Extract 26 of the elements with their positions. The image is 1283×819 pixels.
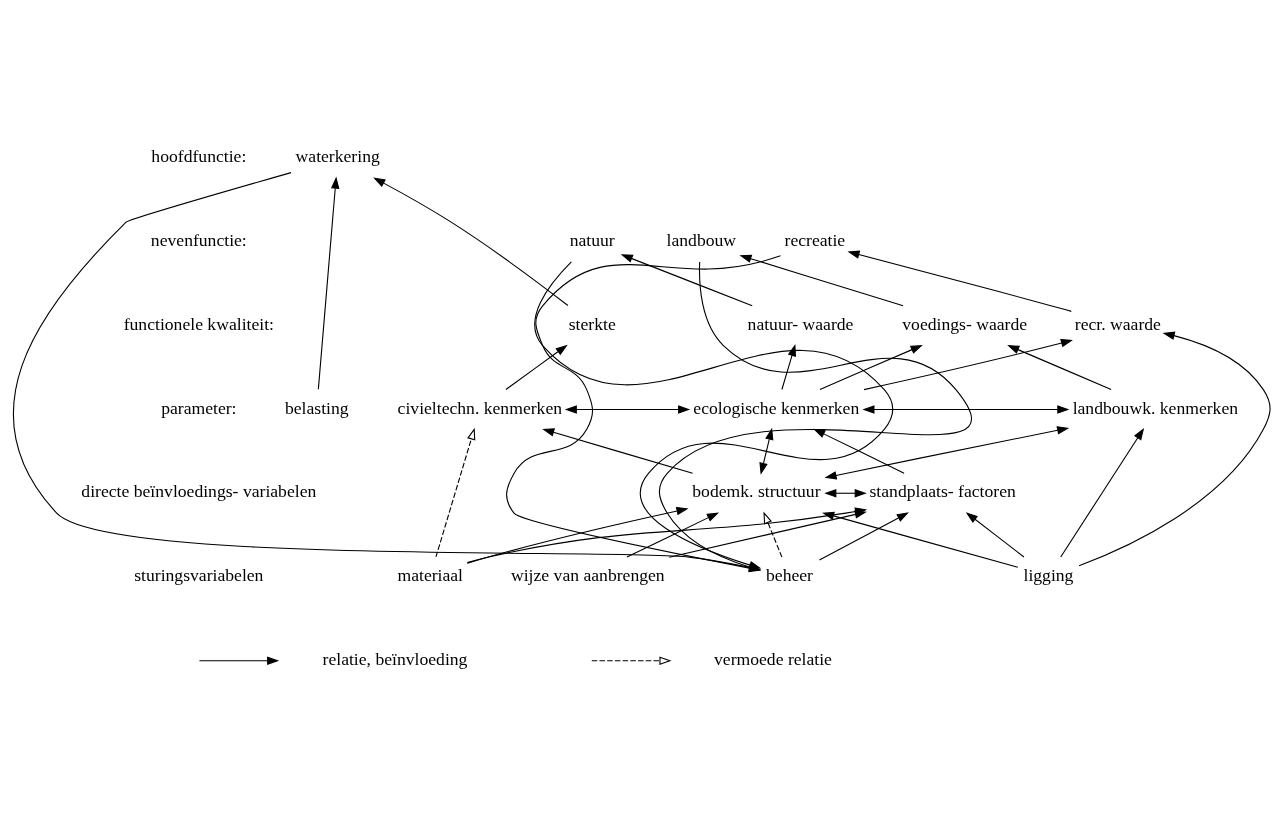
legend-label: vermoede relatie xyxy=(714,648,832,669)
legend-label: relatie, beïnvloeding xyxy=(322,648,468,669)
label: parameter: xyxy=(161,397,237,418)
node-text: natuur xyxy=(569,230,615,251)
node-text: recreatie xyxy=(784,230,846,251)
label: nevenfunctie: xyxy=(150,230,247,251)
node-text: beheer xyxy=(766,565,813,586)
node-text: landbouw xyxy=(666,230,737,251)
label: directe beïnvloedings- variabelen xyxy=(81,481,317,502)
node-text: civieltechn. kenmerken xyxy=(397,397,563,418)
node-text: belasting xyxy=(284,397,349,418)
node-text: natuur- waarde xyxy=(747,313,854,334)
node-text: bodemk. structuur xyxy=(692,481,821,502)
node-text: voedings- waarde xyxy=(902,313,1028,334)
node-text: waterkering xyxy=(295,146,380,167)
node-text: materiaal xyxy=(397,565,464,586)
node-text: sterkte xyxy=(568,313,616,334)
node-text: wijze van aanbrengen xyxy=(511,565,665,586)
node-text: recr. waarde xyxy=(1074,313,1161,334)
node-text: standplaats- factoren xyxy=(869,481,1016,502)
label: hoofdfunctie: xyxy=(151,146,247,167)
node-text: ligging xyxy=(1023,565,1074,586)
node-text: landbouwk. kenmerken xyxy=(1072,397,1239,418)
label: sturingsvariabelen xyxy=(134,565,264,586)
node-text: ecologische kenmerken xyxy=(693,397,860,418)
label: functionele kwaliteit: xyxy=(123,313,274,334)
